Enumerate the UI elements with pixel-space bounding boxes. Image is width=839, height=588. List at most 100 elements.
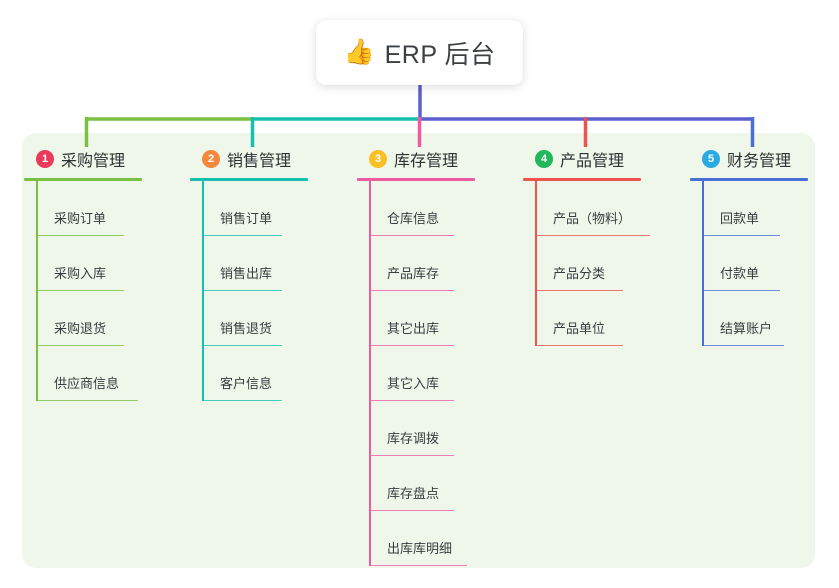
leaf-underline xyxy=(535,234,650,236)
leaf-label: 产品（物料） xyxy=(553,211,632,226)
branch-badge-2: 2 xyxy=(202,150,220,168)
leaf-label: 产品分类 xyxy=(553,266,606,281)
leaf-underline xyxy=(202,289,282,291)
branch-spine-5 xyxy=(702,181,704,346)
leaf-underline xyxy=(369,289,454,291)
branch-title-4: 产品管理 xyxy=(560,153,625,170)
leaf-underline xyxy=(202,344,282,346)
branch-leaf-list-5: 回款单付款单结算账户 xyxy=(690,181,808,346)
leaf-underline xyxy=(202,234,282,236)
branch-header-1[interactable]: 1 采购管理 xyxy=(24,146,142,172)
leaf-label: 采购订单 xyxy=(54,211,107,226)
leaf-underline xyxy=(369,564,467,566)
leaf-node[interactable]: 销售退货 xyxy=(190,291,308,346)
leaf-underline xyxy=(369,344,454,346)
leaf-node[interactable]: 产品分类 xyxy=(523,236,641,291)
branch-underline-2 xyxy=(190,178,308,181)
leaf-label: 产品单位 xyxy=(553,321,606,336)
leaf-node[interactable]: 采购入库 xyxy=(24,236,142,291)
leaf-label: 库存盘点 xyxy=(387,486,440,501)
leaf-node[interactable]: 库存盘点 xyxy=(357,456,475,511)
branch-column-3: 3 库存管理仓库信息产品库存其它出库其它入库库存调拨库存盘点出库库明细 xyxy=(357,146,475,566)
leaf-node[interactable]: 库存调拨 xyxy=(357,401,475,456)
thumbs-up-icon: 👍 xyxy=(343,38,375,66)
leaf-label: 客户信息 xyxy=(220,376,273,391)
leaf-label: 仓库信息 xyxy=(387,211,440,226)
leaf-node[interactable]: 销售订单 xyxy=(190,181,308,236)
branch-badge-5: 5 xyxy=(702,150,720,168)
leaf-label: 其它入库 xyxy=(387,376,440,391)
branch-header-5[interactable]: 5 财务管理 xyxy=(690,146,808,172)
branch-column-4: 4 产品管理产品（物料） 产品分类产品单位 xyxy=(523,146,650,346)
leaf-underline xyxy=(535,344,623,346)
leaf-node[interactable]: 供应商信息 xyxy=(24,346,142,401)
leaf-underline xyxy=(369,234,454,236)
leaf-underline xyxy=(369,454,454,456)
branch-badge-4: 4 xyxy=(535,150,553,168)
leaf-underline xyxy=(369,399,454,401)
leaf-node[interactable]: 销售出库 xyxy=(190,236,308,291)
leaf-underline xyxy=(36,289,124,291)
leaf-label: 采购退货 xyxy=(54,321,107,336)
leaf-node[interactable]: 采购订单 xyxy=(24,181,142,236)
branch-spine-1 xyxy=(36,181,38,401)
leaf-label: 出库库明细 xyxy=(387,541,453,556)
leaf-underline xyxy=(702,234,780,236)
branch-title-1: 采购管理 xyxy=(61,153,126,170)
root-node-card[interactable]: 👍 ERP 后台 xyxy=(316,20,523,85)
leaf-node[interactable]: 出库库明细 xyxy=(357,511,475,566)
leaf-label: 库存调拨 xyxy=(387,431,440,446)
leaf-label: 销售出库 xyxy=(220,266,273,281)
branch-spine-2 xyxy=(202,181,204,401)
leaf-label: 产品库存 xyxy=(387,266,440,281)
leaf-node[interactable]: 采购退货 xyxy=(24,291,142,346)
leaf-node[interactable]: 产品库存 xyxy=(357,236,475,291)
branch-title-3: 库存管理 xyxy=(394,153,459,170)
branch-column-1: 1 采购管理采购订单采购入库采购退货供应商信息 xyxy=(24,146,142,401)
leaf-node[interactable]: 产品单位 xyxy=(523,291,641,346)
leaf-label: 供应商信息 xyxy=(54,376,120,391)
leaf-label: 其它出库 xyxy=(387,321,440,336)
branch-column-5: 5 财务管理回款单付款单结算账户 xyxy=(690,146,808,346)
leaf-node[interactable]: 其它入库 xyxy=(357,346,475,401)
leaf-node[interactable]: 产品（物料） xyxy=(523,181,650,236)
leaf-underline xyxy=(36,344,124,346)
branch-badge-1: 1 xyxy=(36,150,54,168)
leaf-label: 销售退货 xyxy=(220,321,273,336)
branch-leaf-list-3: 仓库信息产品库存其它出库其它入库库存调拨库存盘点出库库明细 xyxy=(357,181,475,566)
branch-badge-3: 3 xyxy=(369,150,387,168)
leaf-underline xyxy=(202,399,282,401)
branch-title-5: 财务管理 xyxy=(727,153,792,170)
leaf-node[interactable]: 客户信息 xyxy=(190,346,308,401)
root-node-title: ERP 后台 xyxy=(384,40,496,69)
branch-underline-4 xyxy=(523,178,641,181)
leaf-underline xyxy=(36,234,124,236)
leaf-node[interactable]: 仓库信息 xyxy=(357,181,475,236)
leaf-underline xyxy=(702,289,780,291)
branch-leaf-list-4: 产品（物料） 产品分类产品单位 xyxy=(523,181,650,346)
leaf-label: 采购入库 xyxy=(54,266,107,281)
leaf-node[interactable]: 其它出库 xyxy=(357,291,475,346)
branch-spine-4 xyxy=(535,181,537,346)
leaf-underline xyxy=(369,509,454,511)
leaf-label: 付款单 xyxy=(720,266,760,281)
leaf-node[interactable]: 回款单 xyxy=(690,181,808,236)
diagram-background-panel xyxy=(22,133,815,568)
branch-header-3[interactable]: 3 库存管理 xyxy=(357,146,475,172)
leaf-label: 销售订单 xyxy=(220,211,273,226)
leaf-node[interactable]: 付款单 xyxy=(690,236,808,291)
leaf-label: 结算账户 xyxy=(720,321,773,336)
branch-underline-3 xyxy=(357,178,475,181)
branch-underline-1 xyxy=(24,178,142,181)
leaf-underline xyxy=(702,344,784,346)
leaf-node[interactable]: 结算账户 xyxy=(690,291,808,346)
branch-header-4[interactable]: 4 产品管理 xyxy=(523,146,641,172)
branch-leaf-list-1: 采购订单采购入库采购退货供应商信息 xyxy=(24,181,142,401)
leaf-underline xyxy=(535,289,623,291)
branch-spine-3 xyxy=(369,181,371,566)
branch-underline-5 xyxy=(690,178,808,181)
leaf-underline xyxy=(36,399,138,401)
